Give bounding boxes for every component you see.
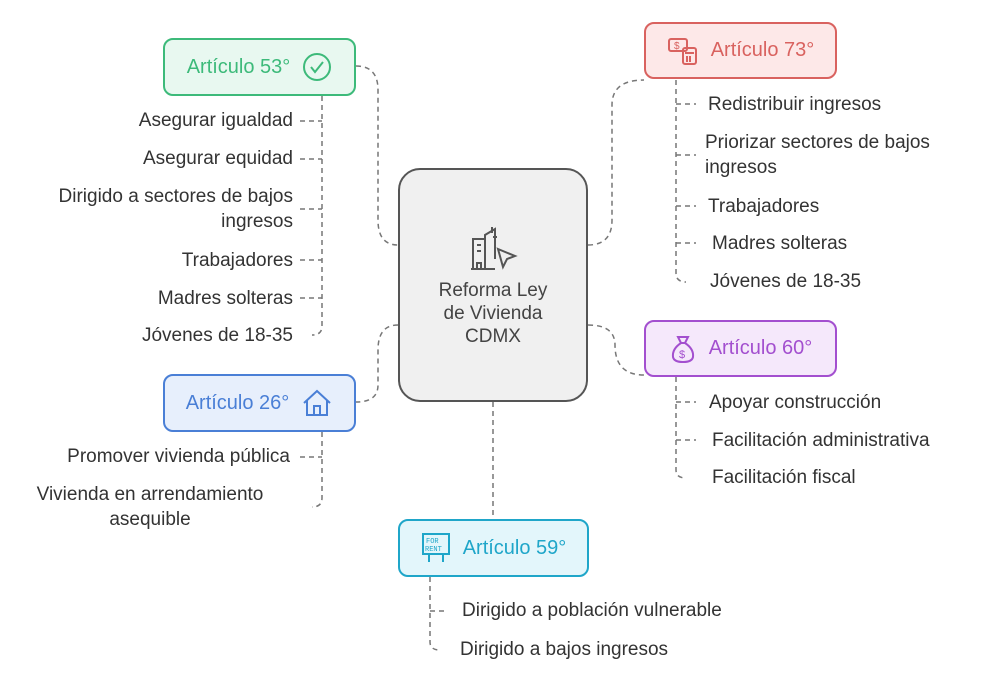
central-topic[interactable]: Reforma Ley de Vivienda CDMX (398, 168, 588, 402)
list-item: Jóvenes de 18-35 (710, 271, 862, 292)
list-item: Dirigido a sectores de bajos ingresos (58, 186, 293, 232)
list-item: Asegurar igualdad (138, 110, 293, 131)
branch-label: Artículo 26° (185, 391, 290, 414)
list-item: Facilitación administrativa (712, 430, 930, 451)
list-item: Dirigido a bajos ingresos (460, 639, 669, 660)
list-item: Facilitación fiscal (712, 467, 856, 488)
list-item: Jóvenes de 18-35 (141, 325, 293, 346)
branch-articulo-53[interactable]: Artículo 53° (163, 38, 356, 96)
svg-text:FOR: FOR (426, 538, 439, 546)
list-item: Redistribuir ingresos (708, 94, 882, 115)
city-cursor-icon (465, 223, 521, 279)
money-calculator-icon: $ (667, 36, 699, 66)
list-item: Dirigido a población vulnerable (462, 600, 722, 621)
svg-text:$: $ (674, 41, 680, 52)
list-item: Madres solteras (157, 288, 293, 309)
branch-label: Artículo 73° (710, 39, 815, 61)
branch-label: Artículo 59° (462, 536, 567, 559)
list-item: Priorizar sectores de bajos ingresos (705, 132, 930, 178)
svg-text:$: $ (679, 349, 685, 361)
list-item: Madres solteras (712, 233, 848, 254)
central-topic-title: Reforma Ley de Vivienda CDMX (438, 279, 548, 347)
branch-articulo-26[interactable]: Artículo 26° (163, 374, 356, 432)
list-item: Promover vivienda pública (67, 446, 290, 467)
money-bag-icon: $ (669, 334, 697, 364)
house-icon (301, 387, 333, 419)
list-item: Trabajadores (181, 250, 293, 271)
branch-articulo-60[interactable]: $ Artículo 60° (644, 320, 837, 377)
branch-label: Artículo 53° (186, 55, 291, 78)
list-item: Apoyar construcción (709, 392, 882, 413)
list-item: Trabajadores (708, 196, 820, 217)
svg-text:RENT: RENT (425, 546, 442, 554)
branch-label: Artículo 60° (708, 337, 813, 359)
check-circle-icon (302, 52, 332, 82)
list-item: Asegurar equidad (143, 148, 293, 169)
branch-articulo-73[interactable]: $ Artículo 73° (644, 22, 837, 79)
list-item: Vivienda en arrendamiento asequible (36, 484, 264, 530)
